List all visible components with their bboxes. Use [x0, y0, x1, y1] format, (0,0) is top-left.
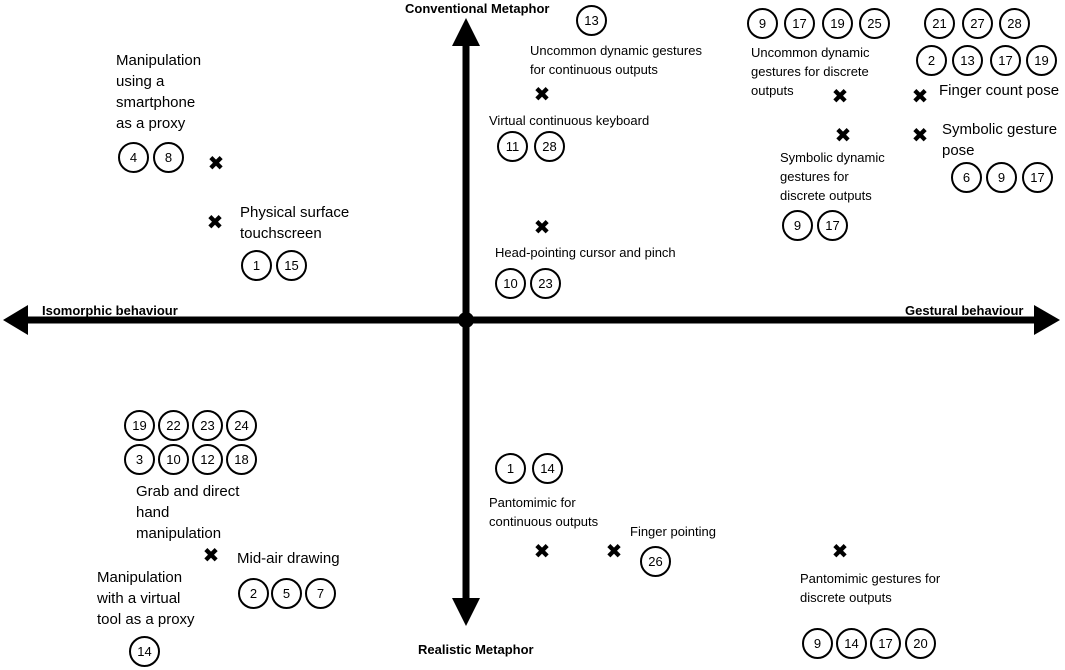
ref-circle: 17 — [784, 8, 815, 39]
item-label-uncommon-continuous: Uncommon dynamic gestures for continuous… — [530, 43, 702, 77]
right-arrowhead — [1034, 305, 1060, 335]
ref-circle: 10 — [158, 444, 189, 475]
bottom-arrowhead — [452, 598, 480, 626]
item-label-pantomimic-continuous: Pantomimic for continuous outputs — [489, 495, 599, 529]
position-marker-grab-direct: ✖ — [202, 543, 220, 567]
item-label-virtual-keyboard: Virtual continuous keyboard — [489, 113, 650, 128]
ref-circle: 14 — [532, 453, 563, 484]
top-arrowhead — [452, 18, 480, 46]
ref-circle: 8 — [153, 142, 184, 173]
item-label-symbolic-pose: Symbolic gesture pose — [942, 121, 1058, 159]
item-label-mid-air: Mid-air drawing — [237, 550, 340, 567]
position-marker-finger-pointing: ✖ — [605, 539, 623, 563]
item-label-head-pointing: Head-pointing cursor and pinch — [495, 245, 676, 260]
ref-circle: 19 — [1026, 45, 1057, 76]
position-marker-physical-surface: ✖ — [206, 210, 224, 234]
ref-circle: 9 — [747, 8, 778, 39]
ref-circle: 6 — [951, 162, 982, 193]
ref-circle: 28 — [999, 8, 1030, 39]
ref-circle: 14 — [129, 636, 160, 667]
ref-circle: 10 — [495, 268, 526, 299]
position-marker-pantomimic-discrete: ✖ — [831, 539, 849, 563]
ref-circle: 17 — [1022, 162, 1053, 193]
ref-circle: 9 — [986, 162, 1017, 193]
left-arrowhead — [3, 305, 28, 335]
ref-circle: 2 — [916, 45, 947, 76]
position-marker-uncommon-continuous: ✖ — [533, 82, 551, 106]
position-marker-symbolic-pose: ✖ — [911, 123, 929, 147]
position-marker-finger-count: ✖ — [911, 84, 929, 108]
ref-circle: 7 — [305, 578, 336, 609]
ref-circle: 14 — [836, 628, 867, 659]
ref-circle: 1 — [241, 250, 272, 281]
ref-circle: 2 — [238, 578, 269, 609]
ref-circle: 24 — [226, 410, 257, 441]
item-label-pantomimic-discrete: Pantomimic gestures for discrete outputs — [800, 571, 941, 605]
ref-circle: 27 — [962, 8, 993, 39]
item-label-symbolic-dynamic: Symbolic dynamic gestures for discrete o… — [780, 150, 885, 203]
ref-circle: 23 — [530, 268, 561, 299]
ref-circle: 22 — [158, 410, 189, 441]
position-marker-pantomimic-continuous: ✖ — [533, 539, 551, 563]
ref-circle: 12 — [192, 444, 223, 475]
axis-label-left: Isomorphic behaviour — [42, 303, 178, 318]
ref-circle: 28 — [534, 131, 565, 162]
item-label-virtual-tool: Manipulation with a virtual tool as a pr… — [97, 569, 195, 628]
ref-circle: 4 — [118, 142, 149, 173]
position-marker-smartphone-proxy: ✖ — [207, 151, 225, 175]
item-label-smartphone-proxy: Manipulation using a smartphone as a pro… — [116, 52, 202, 132]
position-marker-symbolic-dynamic: ✖ — [834, 123, 852, 147]
ref-circle: 13 — [952, 45, 983, 76]
item-label-finger-count: Finger count pose — [939, 82, 1060, 99]
ref-circle: 18 — [226, 444, 257, 475]
ref-circle: 21 — [924, 8, 955, 39]
item-label-finger-pointing: Finger pointing — [630, 524, 716, 539]
ref-circle: 13 — [576, 5, 607, 36]
ref-circle: 17 — [990, 45, 1021, 76]
ref-circle: 11 — [497, 131, 528, 162]
axis-label-bottom: Realistic Metaphor — [418, 642, 534, 657]
ref-circle: 19 — [822, 8, 853, 39]
item-label-physical-surface: Physical surface touchscreen — [240, 204, 350, 242]
ref-circle: 1 — [495, 453, 526, 484]
ref-circle: 15 — [276, 250, 307, 281]
origin-dot — [458, 312, 474, 328]
axis-label-right: Gestural behaviour — [905, 303, 1024, 318]
ref-circle: 25 — [859, 8, 890, 39]
axis-label-top: Conventional Metaphor — [405, 1, 550, 16]
ref-circle: 26 — [640, 546, 671, 577]
ref-circle: 19 — [124, 410, 155, 441]
ref-circle: 5 — [271, 578, 302, 609]
position-marker-head-pointing: ✖ — [533, 215, 551, 239]
ref-circle: 9 — [782, 210, 813, 241]
position-marker-uncommon-discrete: ✖ — [831, 84, 849, 108]
ref-circle: 3 — [124, 444, 155, 475]
item-label-grab-direct: Grab and direct hand manipulation — [136, 483, 240, 542]
item-label-uncommon-discrete: Uncommon dynamic gestures for discrete o… — [751, 45, 870, 98]
ref-circle: 17 — [870, 628, 901, 659]
ref-circle: 23 — [192, 410, 223, 441]
ref-circle: 17 — [817, 210, 848, 241]
ref-circle: 9 — [802, 628, 833, 659]
ref-circle: 20 — [905, 628, 936, 659]
